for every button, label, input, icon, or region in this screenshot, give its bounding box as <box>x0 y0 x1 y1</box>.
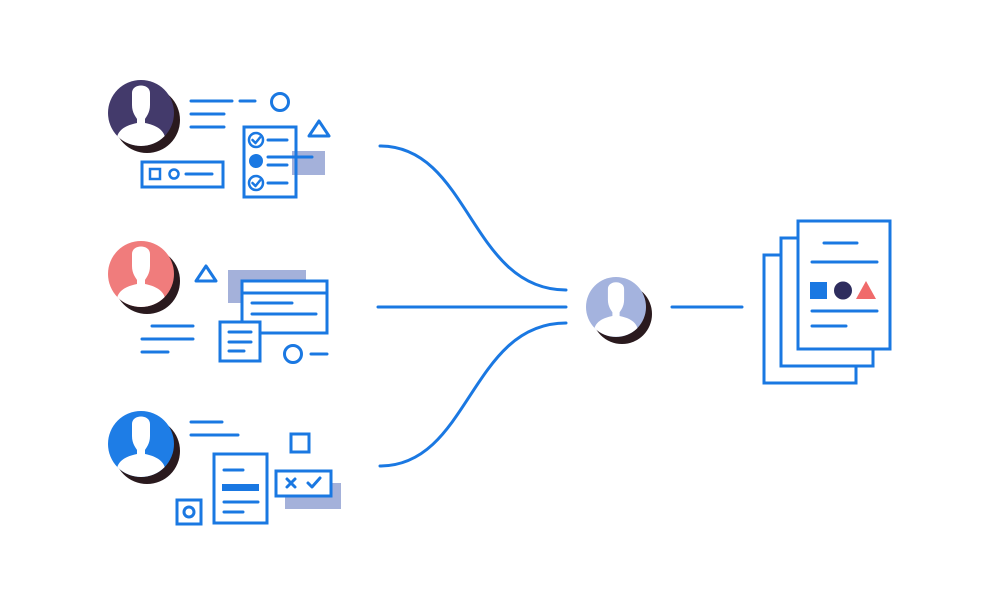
user-avatar-icon <box>108 80 180 153</box>
user-avatar-icon <box>108 411 180 484</box>
radio-square-icon <box>175 498 203 526</box>
checkbox-x-icon <box>274 469 333 498</box>
connection-lines <box>376 144 744 468</box>
text-lines-icon <box>140 324 195 354</box>
document-icon <box>218 320 262 363</box>
user-avatar-icon <box>108 241 180 314</box>
document-stack-icon <box>762 219 892 385</box>
circle-icon <box>270 92 290 112</box>
shapes-icon <box>810 281 876 300</box>
checklist-icon <box>242 125 314 199</box>
triangle-icon <box>194 264 218 283</box>
text-lines-icon <box>189 99 257 129</box>
edge-user-1-to-hub <box>378 144 568 292</box>
user-2-cluster <box>108 241 329 364</box>
document-icon <box>212 452 269 525</box>
square-icon <box>289 432 311 454</box>
user-1-cluster <box>108 80 331 199</box>
edge-user-3-to-hub <box>378 321 568 468</box>
hub-node <box>586 277 652 344</box>
form-field-icon <box>140 160 225 189</box>
user-3-cluster <box>108 411 341 526</box>
triangle-icon <box>307 119 331 138</box>
text-lines-icon <box>189 420 240 437</box>
radio-option-icon <box>283 344 329 364</box>
